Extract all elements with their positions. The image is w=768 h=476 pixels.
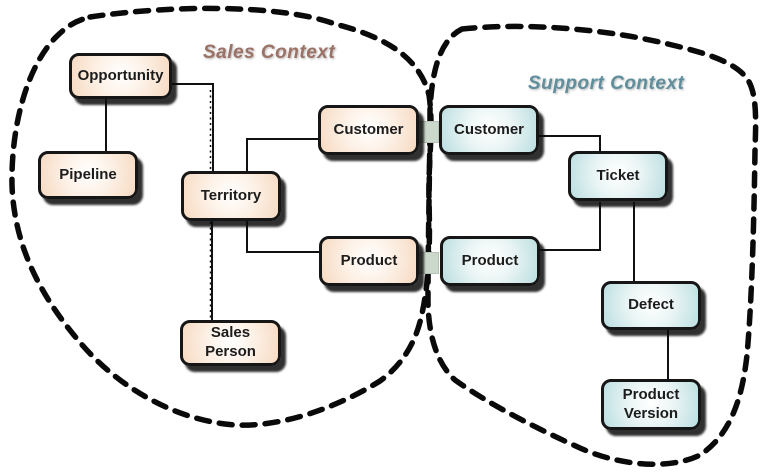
node-ticket: Ticket — [568, 151, 668, 201]
line-product-ticket — [539, 202, 601, 251]
product-context-connector — [419, 252, 439, 274]
line-territory-customer — [246, 138, 318, 171]
line-opportunity-territory — [172, 83, 214, 171]
node-product-support: Product — [440, 236, 540, 286]
sales-context-boundary — [9, 5, 434, 428]
node-pipeline: Pipeline — [38, 151, 138, 199]
relationship-lines — [105, 83, 669, 379]
node-territory: Territory — [181, 171, 281, 221]
node-customer-support: Customer — [439, 105, 539, 155]
support-context-boundary — [425, 23, 759, 467]
node-sales-person: Sales Person — [180, 320, 281, 366]
node-product-version: Product Version — [601, 379, 701, 430]
sales-context-title: Sales Context — [203, 42, 336, 63]
node-opportunity: Opportunity — [69, 53, 172, 99]
line-customer-ticket — [539, 135, 601, 151]
support-context-title: Support Context — [528, 73, 685, 94]
line-territory-product — [246, 221, 319, 253]
node-defect: Defect — [601, 281, 701, 330]
node-customer-sales: Customer — [318, 105, 419, 155]
customer-context-connector — [419, 121, 439, 143]
node-product-sales: Product — [319, 236, 419, 286]
